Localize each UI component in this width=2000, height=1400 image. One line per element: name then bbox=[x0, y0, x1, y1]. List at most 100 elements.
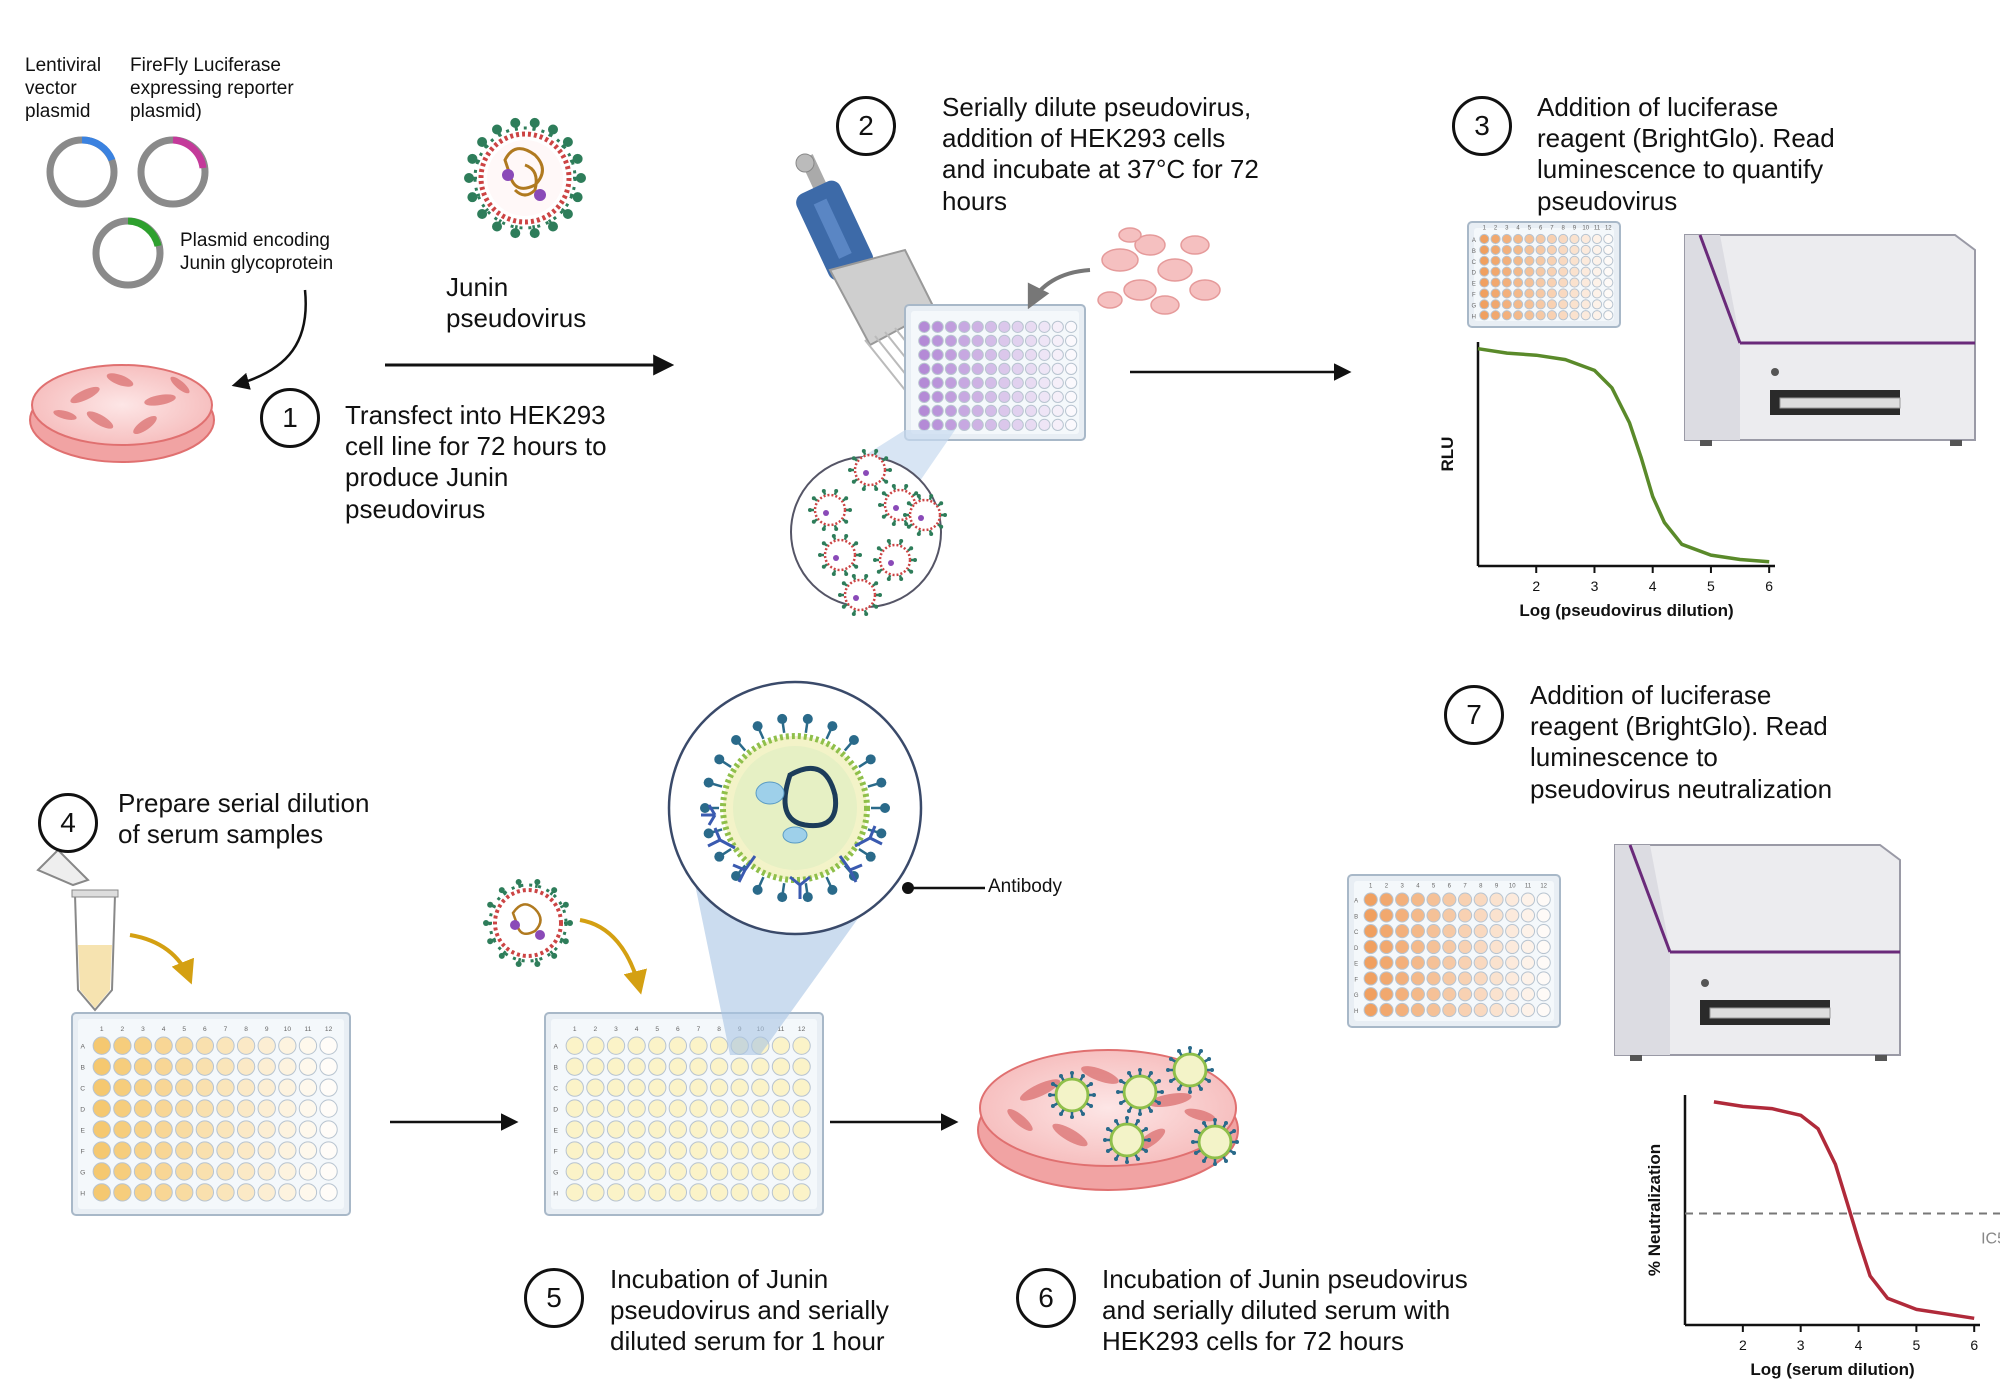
plate-well bbox=[1011, 348, 1024, 361]
plate-well bbox=[1591, 277, 1603, 288]
plate-well bbox=[586, 1078, 605, 1097]
plate-well bbox=[1024, 362, 1038, 375]
plate-well bbox=[918, 404, 931, 417]
arrow-virus-to-plate bbox=[579, 918, 647, 995]
x-axis-title: Log (pseudovirus dilution) bbox=[1519, 601, 1733, 620]
plate-well bbox=[1395, 892, 1410, 907]
plate-well bbox=[92, 1183, 111, 1202]
spike-head bbox=[1127, 1070, 1131, 1075]
spike-head bbox=[929, 532, 934, 537]
spike-head bbox=[831, 572, 836, 577]
plate-well bbox=[1591, 299, 1603, 310]
plate-well bbox=[1426, 908, 1441, 923]
spike-head bbox=[1116, 1090, 1120, 1094]
spike-head bbox=[1213, 1118, 1217, 1122]
plate-well bbox=[1038, 334, 1051, 347]
plate-well bbox=[1024, 376, 1038, 389]
plate-well bbox=[668, 1183, 688, 1202]
step-4-text: Prepare serial dilution of serum samples bbox=[118, 788, 370, 850]
plate-well bbox=[1457, 987, 1473, 1002]
plate-col-label: 4 bbox=[635, 1026, 639, 1033]
spike-head bbox=[1050, 1082, 1055, 1086]
spike-head bbox=[844, 496, 849, 501]
plate-well bbox=[1513, 244, 1524, 255]
plasmid-luciferase-icon bbox=[137, 136, 209, 208]
plate-well bbox=[175, 1099, 194, 1118]
spike-head bbox=[515, 960, 522, 967]
plate-well bbox=[1051, 376, 1064, 389]
plate-well bbox=[1546, 244, 1557, 255]
plate-well bbox=[133, 1120, 153, 1139]
y-axis-title: RLU bbox=[1438, 437, 1457, 472]
plate-well bbox=[1536, 955, 1551, 970]
plate-well bbox=[1603, 288, 1614, 299]
plate-well bbox=[1524, 255, 1535, 266]
plate-well bbox=[944, 334, 958, 347]
plate-col-label: 4 bbox=[1516, 226, 1520, 232]
plate-well bbox=[1011, 376, 1024, 389]
plate-well bbox=[298, 1057, 318, 1076]
plate-well bbox=[1591, 288, 1603, 299]
spike-head bbox=[492, 124, 502, 135]
plate-well bbox=[1442, 1002, 1457, 1018]
plate-well bbox=[1442, 892, 1457, 907]
spike-head bbox=[1138, 1068, 1142, 1072]
spike-head bbox=[777, 892, 788, 903]
spike-head bbox=[700, 803, 710, 813]
plate-well bbox=[257, 1120, 276, 1139]
plate-well bbox=[1065, 390, 1078, 403]
plate-well bbox=[1489, 955, 1504, 970]
spike-head bbox=[808, 508, 812, 512]
plate-well bbox=[668, 1141, 688, 1160]
spike-head bbox=[876, 777, 887, 788]
plate-well bbox=[133, 1036, 153, 1055]
plate-well bbox=[1473, 924, 1488, 939]
plate-well bbox=[709, 1183, 729, 1202]
plate-row-label: H bbox=[553, 1190, 558, 1197]
x-tick-label: 6 bbox=[1765, 578, 1773, 594]
plate-col-label: 8 bbox=[717, 1026, 721, 1033]
spike-head bbox=[1144, 1149, 1149, 1153]
plate-col-label: 7 bbox=[1550, 226, 1554, 232]
plate-well bbox=[792, 1036, 811, 1055]
plate-well bbox=[1569, 233, 1580, 245]
plate-well bbox=[971, 418, 984, 432]
plate-well bbox=[133, 1141, 153, 1160]
lentiviral-plasmid-label: Lentiviral vector plasmid bbox=[25, 55, 102, 122]
plate-well bbox=[648, 1057, 667, 1076]
plate-well bbox=[216, 1057, 235, 1076]
plate-well bbox=[627, 1099, 646, 1118]
plate-well bbox=[1473, 908, 1488, 923]
plate-well bbox=[1490, 255, 1501, 266]
junin-pseudovirus-label: Junin pseudovirus bbox=[446, 272, 587, 334]
plate-well bbox=[154, 1120, 173, 1139]
spike-head bbox=[1136, 1118, 1140, 1123]
spike-head bbox=[861, 487, 866, 492]
spike-head bbox=[848, 468, 852, 472]
spike-head bbox=[731, 734, 742, 745]
plate-well bbox=[1363, 892, 1378, 907]
plate-well bbox=[1457, 924, 1473, 939]
plate-well bbox=[113, 1057, 132, 1076]
plate-well bbox=[1490, 288, 1501, 299]
x-tick-label: 5 bbox=[1912, 1337, 1920, 1353]
plate-well bbox=[1520, 939, 1536, 955]
plate-well bbox=[918, 390, 931, 403]
plate-well bbox=[175, 1078, 194, 1097]
plate-well bbox=[1473, 892, 1488, 907]
plate-well bbox=[1479, 288, 1490, 299]
plate-well bbox=[278, 1036, 297, 1055]
luminometer-instrument-2 bbox=[1614, 844, 1901, 1061]
plate-well bbox=[1410, 908, 1425, 923]
plate-well bbox=[1490, 277, 1501, 288]
plate-well bbox=[998, 320, 1011, 333]
step-5-number: 5 bbox=[524, 1268, 584, 1328]
plate-well bbox=[195, 1078, 215, 1097]
plate-well bbox=[1490, 299, 1501, 310]
plate-well bbox=[586, 1057, 605, 1076]
plate-well bbox=[565, 1036, 584, 1055]
plate-well bbox=[751, 1141, 770, 1160]
plate-row-label: B bbox=[80, 1065, 85, 1072]
plate-well bbox=[1051, 404, 1064, 417]
x-tick-label: 5 bbox=[1707, 578, 1715, 594]
